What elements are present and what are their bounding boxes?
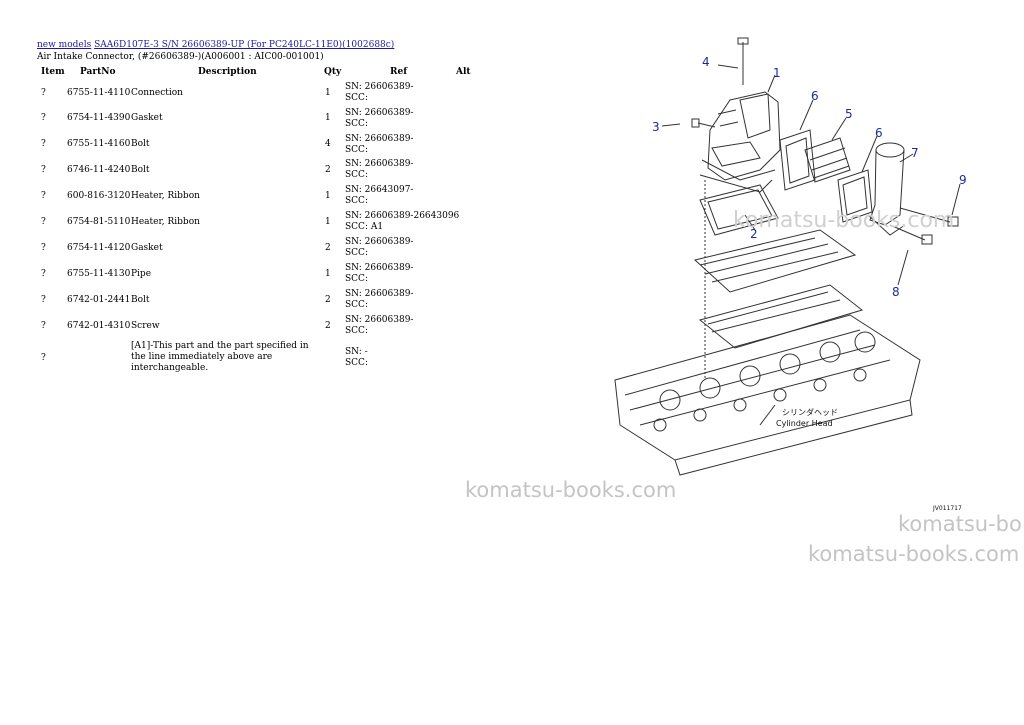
row-item: ? xyxy=(41,269,46,279)
row-partno[interactable]: 6755-11-4160 xyxy=(67,139,131,149)
row-partno[interactable]: 6754-81-5110 xyxy=(67,217,131,227)
row-ref-scc: SCC: xyxy=(345,274,368,284)
row-item: ? xyxy=(41,295,46,305)
row-description: Bolt xyxy=(131,165,150,175)
row-ref-scc: SCC: xyxy=(345,300,368,310)
row-ref-scc: SCC: xyxy=(345,358,368,368)
watermark: komatsu-books.com xyxy=(808,542,1020,566)
model-link[interactable]: SAA6D107E-3 S/N 26606389-UP (For PC240LC… xyxy=(94,40,395,50)
connection-part xyxy=(699,91,781,193)
row-qty: 1 xyxy=(325,217,331,227)
row-ref-scc: SCC: xyxy=(345,196,368,206)
row-ref-sn: SN: 26606389- xyxy=(345,134,414,144)
column-header-item: Item xyxy=(41,67,65,77)
row-ref-scc: SCC: xyxy=(345,248,368,258)
row-qty: 2 xyxy=(325,165,331,175)
row-qty: 2 xyxy=(325,321,331,331)
column-header-partno: PartNo xyxy=(80,67,116,77)
row-ref-sn: SN: 26606389- xyxy=(345,263,414,273)
row-note-description: [A1]-This part and the part specified in… xyxy=(131,341,309,373)
row-ref-sn: SN: 26606389- xyxy=(345,289,414,299)
page-subtitle: Air Intake Connector, (#26606389-)(A0060… xyxy=(37,52,324,62)
row-partno[interactable]: 6754-11-4390 xyxy=(67,113,131,123)
callout-8: 8 xyxy=(892,285,900,299)
row-ref-sn: SN: 26606389- xyxy=(345,159,414,169)
row-ref-scc: SCC: xyxy=(345,145,368,155)
row-ref-scc: SCC: A1 xyxy=(345,222,384,232)
row-description: Pipe xyxy=(131,269,152,279)
row-item: ? xyxy=(41,321,46,331)
callout-3: 3 xyxy=(652,120,660,134)
row-partno[interactable]: 6754-11-4120 xyxy=(67,243,131,253)
row-item: ? xyxy=(41,217,46,227)
row-item: ? xyxy=(41,243,46,253)
watermark: komatsu-books.com xyxy=(733,208,955,233)
row-description: Screw xyxy=(131,321,160,331)
row-description: Bolt xyxy=(131,139,150,149)
breadcrumb: new models SAA6D107E-3 S/N 26606389-UP (… xyxy=(37,40,394,51)
row-description: Heater, Ribbon xyxy=(131,217,200,227)
column-header-qty: Qty xyxy=(324,67,342,77)
callout-1: 1 xyxy=(773,66,781,80)
row-ref-sn: SN: 26606389- xyxy=(345,82,414,92)
row-item: ? xyxy=(41,353,46,363)
row-ref-sn: SN: 26606389- xyxy=(345,237,414,247)
row-description: Gasket xyxy=(131,243,163,253)
row-partno[interactable]: 600-816-3120 xyxy=(67,191,131,201)
row-ref-sn: SN: - xyxy=(345,347,368,357)
row-ref-sn: SN: 26606389- xyxy=(345,108,414,118)
row-qty: 4 xyxy=(325,139,331,149)
row-description: Bolt xyxy=(131,295,150,305)
row-description: Gasket xyxy=(131,113,163,123)
callout-5: 5 xyxy=(845,107,853,121)
column-header-ref: Ref xyxy=(390,67,408,77)
callout-6: 6 xyxy=(811,89,819,103)
row-ref-sn: SN: 26643097- xyxy=(345,185,414,195)
column-header-alt: Alt xyxy=(456,67,471,77)
row-qty: 1 xyxy=(325,113,331,123)
row-qty: 2 xyxy=(325,295,331,305)
row-partno[interactable]: 6742-01-2441 xyxy=(67,295,131,305)
callout-4: 4 xyxy=(702,55,710,69)
callout-7: 7 xyxy=(911,146,919,160)
row-partno[interactable]: 6755-11-4130 xyxy=(67,269,131,279)
row-ref-scc: SCC: xyxy=(345,93,368,103)
row-item: ? xyxy=(41,113,46,123)
parts-diagram: 4 1 6 5 3 6 7 9 2 8 シリンダヘッド Cylinder Hea… xyxy=(614,37,967,512)
row-description: Heater, Ribbon xyxy=(131,191,200,201)
row-ref-scc: SCC: xyxy=(345,170,368,180)
row-item: ? xyxy=(41,139,46,149)
row-item: ? xyxy=(41,191,46,201)
row-ref-scc: SCC: xyxy=(345,119,368,129)
drawing-code: JV011717 xyxy=(932,505,962,512)
cylinder-head-label-en: Cylinder Head xyxy=(776,419,833,428)
row-qty: 1 xyxy=(325,269,331,279)
row-ref-scc: SCC: xyxy=(345,326,368,336)
row-partno[interactable]: 6755-11-4110 xyxy=(67,88,131,98)
row-qty: 1 xyxy=(325,88,331,98)
row-partno[interactable]: 6746-11-4240 xyxy=(67,165,131,175)
watermark: komatsu-bo xyxy=(898,512,1022,536)
row-ref-sn: SN: 26606389-26643096 xyxy=(345,211,460,221)
row-description: Connection xyxy=(131,88,183,98)
row-qty: 2 xyxy=(325,243,331,253)
row-ref-sn: SN: 26606389- xyxy=(345,315,414,325)
row-item: ? xyxy=(41,165,46,175)
callout-2: 2 xyxy=(750,227,758,241)
row-item: ? xyxy=(41,88,46,98)
column-header-description: Description xyxy=(198,67,257,77)
watermark: komatsu-books.com xyxy=(465,478,677,502)
callout-9: 9 xyxy=(959,173,967,187)
callout-6b: 6 xyxy=(875,126,883,140)
new-models-link[interactable]: new models xyxy=(37,40,92,50)
row-qty: 1 xyxy=(325,191,331,201)
row-partno[interactable]: 6742-01-4310 xyxy=(67,321,131,331)
cylinder-head-label-jp: シリンダヘッド xyxy=(782,407,838,417)
